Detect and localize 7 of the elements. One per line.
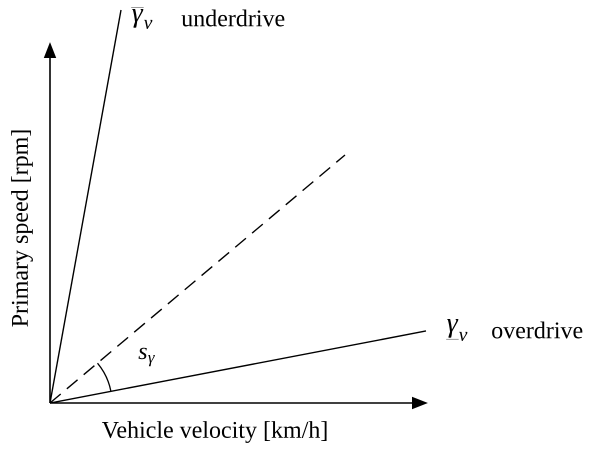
axis-title: Vehicle velocity [km/h] [102, 421, 327, 443]
axis-title: Primary speed [rpm] [11, 130, 33, 327]
angle-label: $s_{\gamma}$ [138, 348, 155, 366]
symbol-label: $\overline{\gamma}_{v}$ [131, 8, 152, 30]
line-label: underdrive [182, 10, 284, 26]
symbol-label: $\underline{\gamma}_{v}$ [446, 318, 468, 342]
line-label: overdrive [492, 322, 582, 338]
